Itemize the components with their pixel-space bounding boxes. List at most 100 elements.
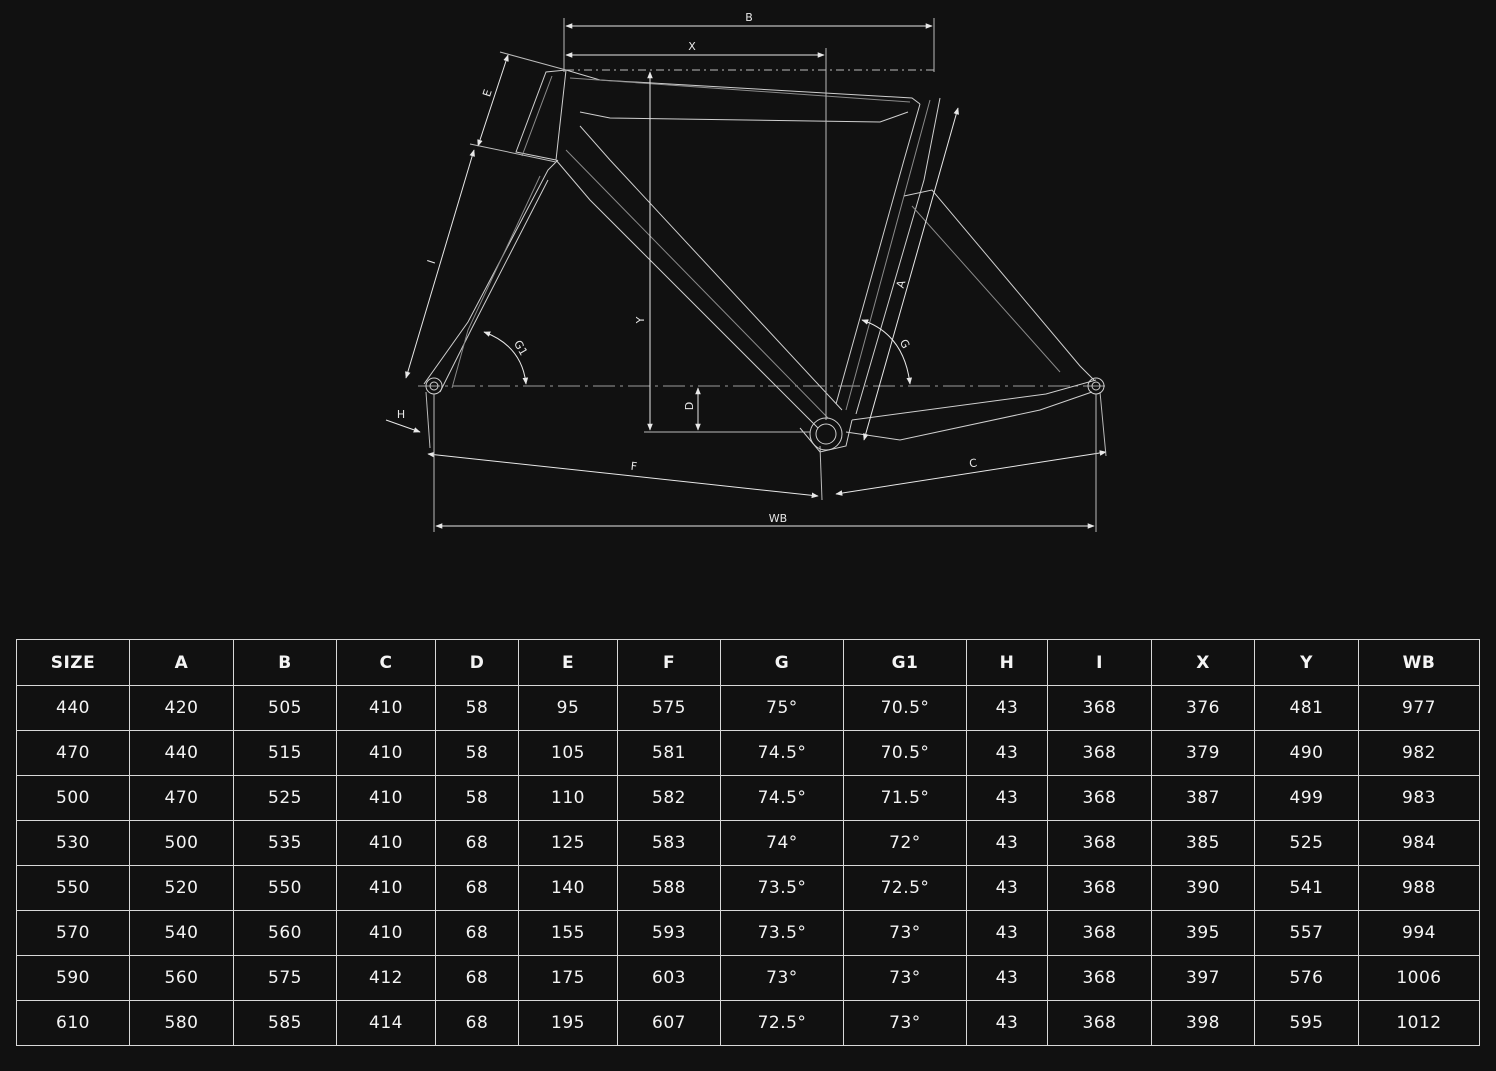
- header-x: X: [1151, 639, 1255, 686]
- cell-h: 43: [966, 820, 1048, 866]
- cell-g1: 70.5°: [843, 730, 967, 776]
- cell-c: 414: [336, 1000, 436, 1046]
- cell-e: 195: [518, 1000, 618, 1046]
- cell-h: 43: [966, 775, 1048, 821]
- cell-f: 588: [617, 865, 721, 911]
- cell-b: 535: [233, 820, 337, 866]
- cell-c: 410: [336, 685, 436, 731]
- cell-y: 525: [1254, 820, 1359, 866]
- cell-f: 607: [617, 1000, 721, 1046]
- cell-a: 580: [129, 1000, 234, 1046]
- cell-i: 368: [1047, 730, 1152, 776]
- cell-g: 72.5°: [720, 1000, 844, 1046]
- cell-g1: 73°: [843, 955, 967, 1001]
- cell-g1: 72.5°: [843, 865, 967, 911]
- header-d: D: [435, 639, 519, 686]
- cell-x: 395: [1151, 910, 1255, 956]
- cell-wb: 994: [1358, 910, 1480, 956]
- cell-d: 58: [435, 685, 519, 731]
- dim-label-x: X: [688, 40, 696, 53]
- cell-size: 550: [16, 865, 130, 911]
- cell-h: 43: [966, 955, 1048, 1001]
- header-i: I: [1047, 639, 1152, 686]
- cell-c: 410: [336, 820, 436, 866]
- cell-b: 525: [233, 775, 337, 821]
- dim-label-y: Y: [634, 316, 647, 324]
- cell-y: 481: [1254, 685, 1359, 731]
- cell-i: 368: [1047, 865, 1152, 911]
- cell-g1: 73°: [843, 1000, 967, 1046]
- cell-wb: 983: [1358, 775, 1480, 821]
- cell-b: 515: [233, 730, 337, 776]
- cell-size: 610: [16, 1000, 130, 1046]
- cell-a: 500: [129, 820, 234, 866]
- cell-a: 420: [129, 685, 234, 731]
- cell-g1: 73°: [843, 910, 967, 956]
- dim-label-c: C: [968, 456, 978, 470]
- cell-c: 412: [336, 955, 436, 1001]
- cell-y: 490: [1254, 730, 1359, 776]
- cell-f: 583: [617, 820, 721, 866]
- cell-f: 603: [617, 955, 721, 1001]
- cell-y: 541: [1254, 865, 1359, 911]
- cell-d: 68: [435, 1000, 519, 1046]
- cell-c: 410: [336, 730, 436, 776]
- cell-e: 140: [518, 865, 618, 911]
- header-g1: G1: [843, 639, 967, 686]
- cell-e: 155: [518, 910, 618, 956]
- dim-label-b: B: [745, 11, 753, 24]
- cell-c: 410: [336, 910, 436, 956]
- cell-f: 581: [617, 730, 721, 776]
- header-a: A: [129, 639, 234, 686]
- cell-g: 75°: [720, 685, 844, 731]
- cell-g: 73°: [720, 955, 844, 1001]
- cell-c: 410: [336, 865, 436, 911]
- cell-b: 560: [233, 910, 337, 956]
- dimension-lines: [385, 18, 1107, 532]
- cell-e: 175: [518, 955, 618, 1001]
- dim-label-g1: G1: [511, 338, 530, 358]
- cell-f: 593: [617, 910, 721, 956]
- header-g: G: [720, 639, 844, 686]
- cell-y: 595: [1254, 1000, 1359, 1046]
- cell-i: 368: [1047, 775, 1152, 821]
- cell-x: 379: [1151, 730, 1255, 776]
- cell-y: 499: [1254, 775, 1359, 821]
- cell-d: 68: [435, 865, 519, 911]
- cell-b: 550: [233, 865, 337, 911]
- dim-label-f: F: [630, 460, 638, 474]
- cell-i: 368: [1047, 910, 1152, 956]
- cell-e: 95: [518, 685, 618, 731]
- header-f: F: [617, 639, 721, 686]
- cell-i: 368: [1047, 1000, 1152, 1046]
- cell-a: 540: [129, 910, 234, 956]
- cell-i: 368: [1047, 955, 1152, 1001]
- dim-label-a: A: [894, 278, 909, 289]
- cell-f: 575: [617, 685, 721, 731]
- header-e: E: [518, 639, 618, 686]
- header-size: SIZE: [16, 639, 130, 686]
- cell-e: 105: [518, 730, 618, 776]
- cell-wb: 1006: [1358, 955, 1480, 1001]
- header-b: B: [233, 639, 337, 686]
- cell-wb: 977: [1358, 685, 1480, 731]
- cell-size: 590: [16, 955, 130, 1001]
- cell-y: 557: [1254, 910, 1359, 956]
- cell-g: 74.5°: [720, 730, 844, 776]
- cell-size: 440: [16, 685, 130, 731]
- cell-d: 68: [435, 955, 519, 1001]
- cell-g1: 70.5°: [843, 685, 967, 731]
- cell-a: 470: [129, 775, 234, 821]
- cell-b: 575: [233, 955, 337, 1001]
- cell-g: 73.5°: [720, 865, 844, 911]
- cell-x: 387: [1151, 775, 1255, 821]
- cell-g: 74°: [720, 820, 844, 866]
- cell-a: 520: [129, 865, 234, 911]
- cell-h: 43: [966, 865, 1048, 911]
